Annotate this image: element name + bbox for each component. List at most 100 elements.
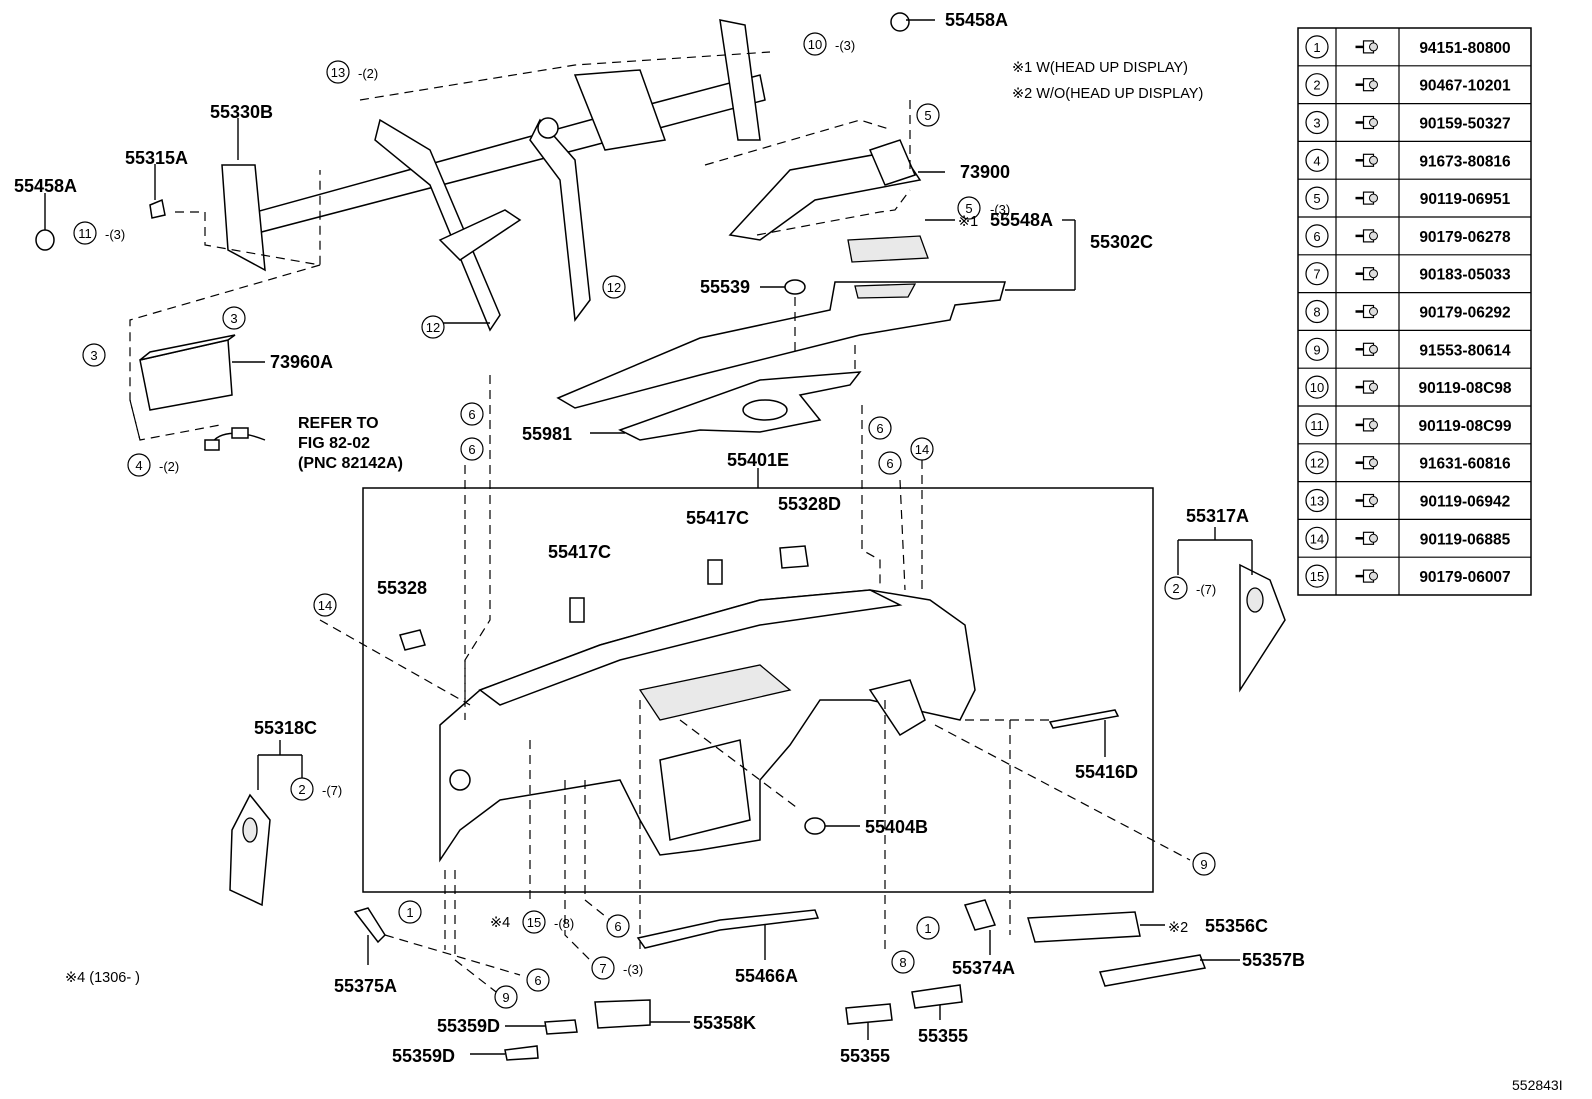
refer-line-2: FIG 82-02 [298,435,370,452]
bracket-55416D [1048,709,1120,729]
bracket-55328 [399,629,426,651]
callout-number: 14 [915,442,929,457]
label-55330B: 55330B [210,102,273,122]
callout-number: 4 [135,458,142,473]
callout-c11: 11-(3) [73,221,125,245]
callout-quantity: -(2) [159,459,179,474]
label-55416D: 55416D [1075,762,1138,782]
fastener-icon [1355,456,1378,470]
callout-circle [290,777,314,801]
fastener-icon [1355,418,1378,432]
callout-circle [910,437,934,461]
center-bracket-55458A-top [890,12,910,32]
label-55404B: 55404B [865,817,928,837]
callout-circle [878,451,902,475]
callout-circle [127,453,151,477]
table-part-number: 90119-08C98 [1418,380,1511,397]
ecu-bracket-73900 [728,139,922,241]
table-ref-circle [1305,337,1329,361]
callout-circle [313,593,337,617]
table-ref-number: 2 [1313,78,1320,93]
table-ref-circle [1305,110,1329,135]
callout-c5a: 5 [916,103,940,127]
label-55317A: 55317A [1186,506,1249,526]
table-part-number: 90179-06292 [1419,305,1510,322]
label-55466A: 55466A [735,966,798,986]
callout-c2a: 2 -(7) [1164,576,1216,600]
steering-support-reinforcement [221,19,766,332]
callout-circle [1164,576,1188,600]
callout-circle [398,900,422,924]
callout-quantity: -(3) [623,962,643,977]
callout-c5b: 5-(3) [957,196,1010,220]
note-hud: ※1 W(HEAD UP DISPLAY) [1012,60,1188,76]
table-part-number: 91631-60816 [1419,456,1511,473]
pad-55359D-b [504,1045,539,1061]
fastener-icon [1355,191,1378,205]
label-55356C: 55356C [1205,916,1268,936]
label-55417C-b: 55417C [686,508,749,528]
label-55318C: 55318C [254,718,317,738]
callout-number: 2 [1172,581,1179,596]
label-55375A: 55375A [334,976,397,996]
callout-circle [916,103,940,127]
table-part-number: 90119-06885 [1420,531,1511,548]
callout-c12a: 12 [602,275,626,299]
fastener-icon [1355,267,1378,281]
pad-55355-a [845,1003,893,1025]
fastener-icon [1355,78,1378,92]
callout-c9a: 9 [1192,852,1216,876]
fastener-icon [1355,531,1378,545]
label-55328: 55328 [377,578,427,598]
callout-quantity: -(7) [1196,582,1216,597]
table-ref-number: 8 [1313,305,1320,320]
pad-55359D-a [544,1019,578,1035]
label-55401E: 55401E [727,450,789,470]
label-55417C-a: 55417C [548,542,611,562]
callout-number: 5 [965,201,972,216]
callout-circle [891,950,915,974]
table-ref-circle [1305,186,1329,210]
table-ref-number: 11 [1310,418,1324,433]
callout-number: 11 [78,226,92,241]
wire-harness [204,427,266,451]
table-ref-circle [1305,451,1329,475]
label-55358K: 55358K [693,1013,756,1033]
label-55359D-b: 55359D [392,1046,455,1066]
table-ref-number: 15 [1310,569,1324,584]
bracket-55417C-b [707,559,723,585]
table-ref-number: 1 [1313,40,1320,55]
table-ref-circle [1305,413,1329,437]
callout-quantity: -(7) [322,783,342,798]
callout-c6d: 6 [878,451,902,475]
table-part-number: 90179-06007 [1419,569,1510,586]
table-ref-circle [1305,73,1329,97]
callout-circle [73,221,97,245]
notes: ※1 W(HEAD UP DISPLAY) ※2 W/O(HEAD UP DIS… [65,60,1563,1093]
fastener-icon [1355,40,1378,54]
label-55981: 55981 [522,424,572,444]
callout-c1b: 1 [916,916,940,940]
label-55315A: 55315A [125,148,188,168]
refer-line-3: (PNC 82142A) [298,455,403,472]
callout-circle [522,910,546,934]
callout-number: 1 [406,905,413,920]
table-ref-number: 4 [1313,153,1320,168]
callout-c15: 15-(8) [522,910,574,934]
bracket-55328D [779,545,809,569]
callout-quantity: -(2) [358,66,378,81]
callout-number: 9 [1200,857,1207,872]
callout-c6f: 6 [526,968,550,992]
callout-c10: 10-(3) [803,32,855,56]
table-part-number: 90179-06278 [1419,229,1511,246]
table-ref-number: 10 [1310,380,1324,395]
table-part-number: 91673-80816 [1419,153,1511,170]
table-ref-number: 12 [1310,456,1324,471]
fastener-icon [1355,342,1378,356]
callout-number: 9 [502,990,509,1005]
